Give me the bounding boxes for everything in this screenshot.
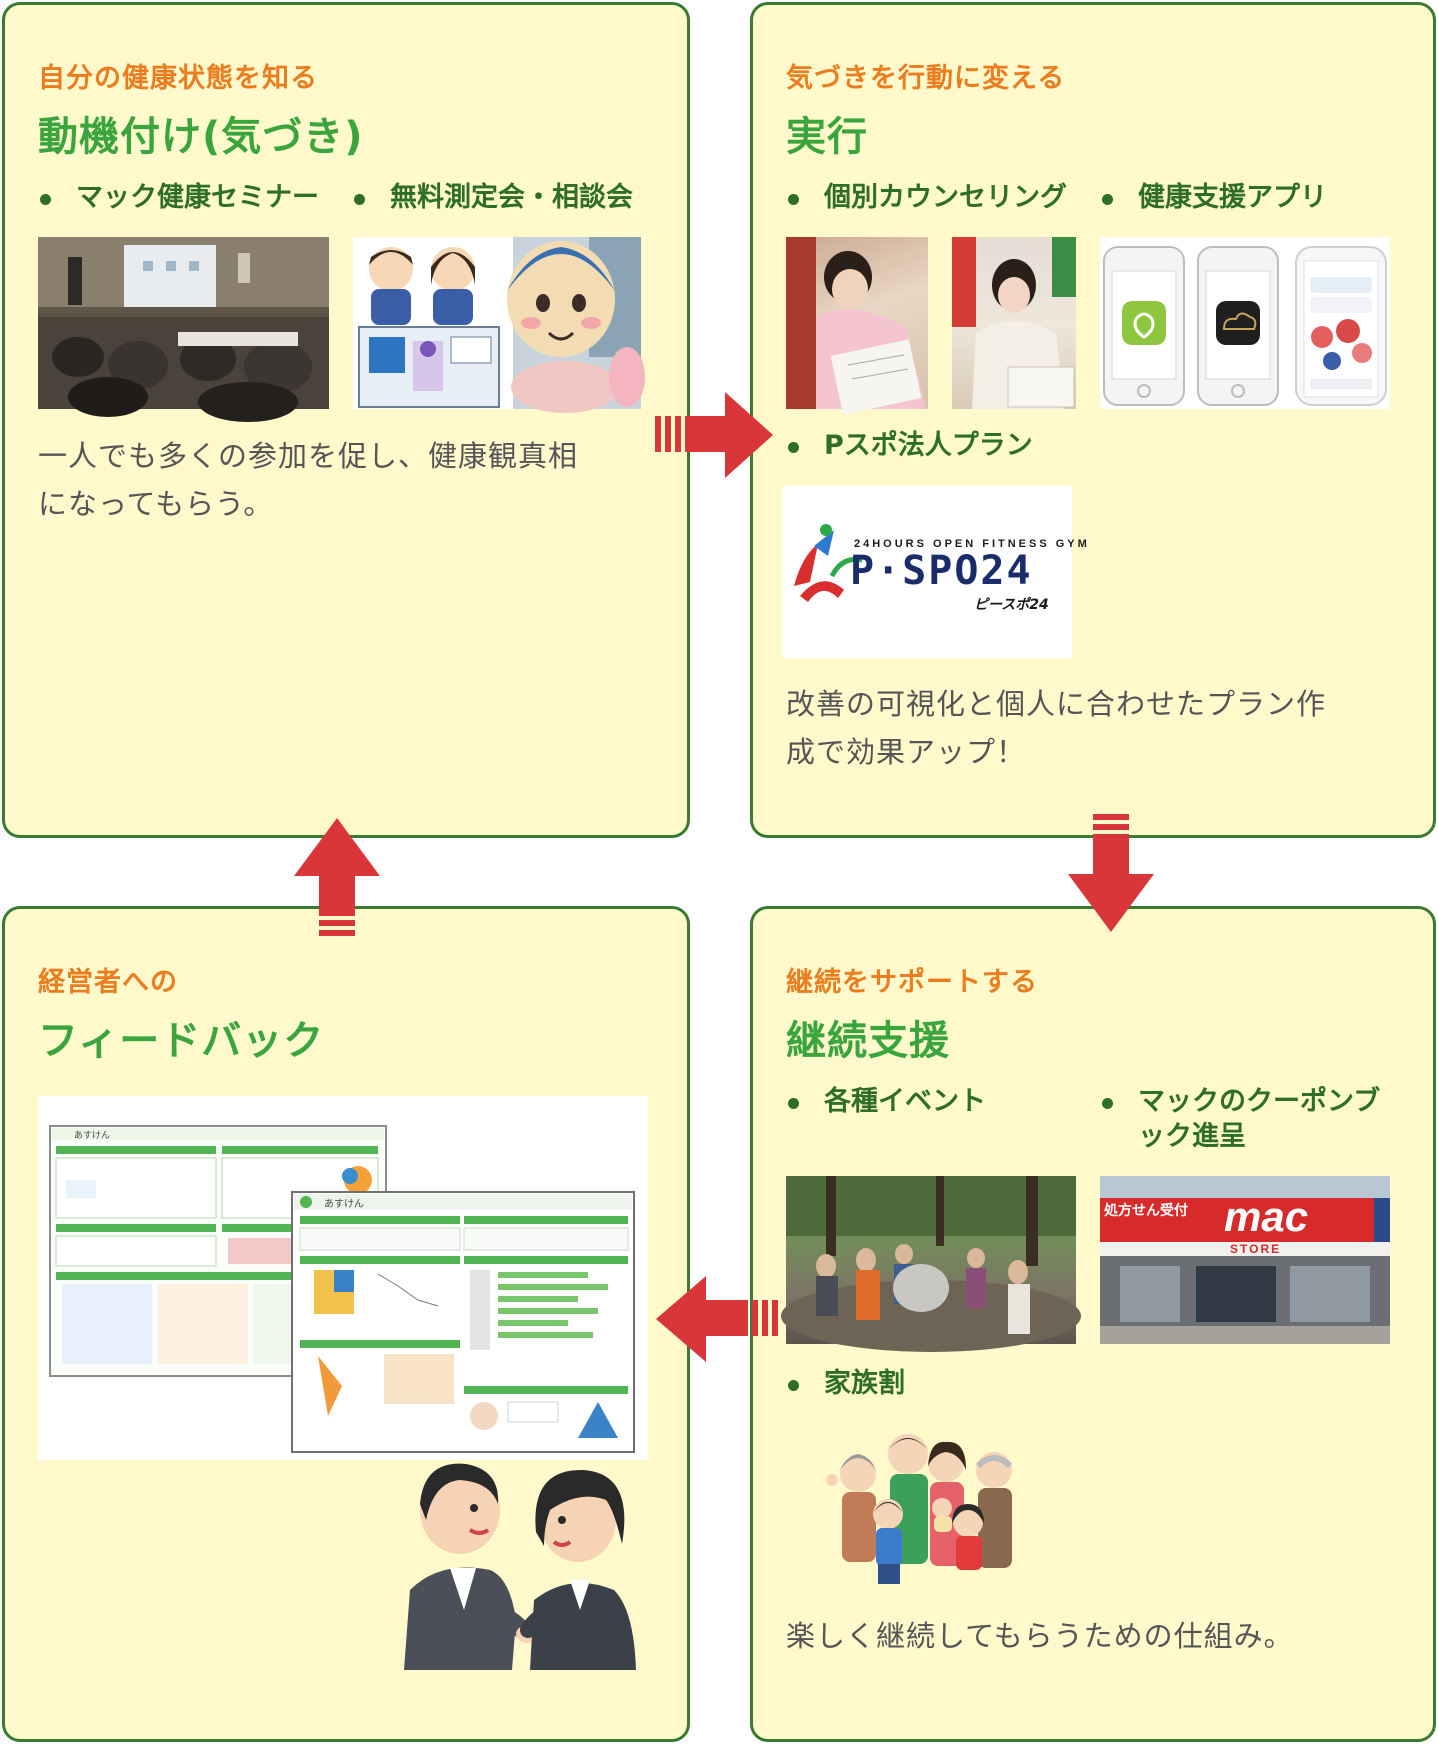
execution-item-pspo-plan: Pスポ法人プラン [788, 428, 1188, 464]
pspo24-name: P·SPO24 [850, 548, 1033, 594]
execution-item-counseling: 個別カウンセリング [788, 180, 1088, 216]
pspo24-kana: ピースポ24 [974, 597, 1049, 613]
support-item-coupon: マックのクーポンブ ック進呈 [1102, 1084, 1412, 1156]
feedback-subtitle: 経営者への [38, 967, 178, 998]
bullet-dot-icon [788, 194, 799, 205]
support-subtitle: 継続をサポートする [786, 967, 1038, 998]
arrow-right-icon [655, 392, 773, 478]
execution-description: 改善の可視化と個人に合わせたプラン作 成で効果アップ！ [786, 687, 1327, 769]
bullet-dot-icon [788, 1380, 799, 1391]
execution-item-app: 健康支援アプリ [1102, 180, 1402, 216]
support-description: 楽しく継続してもらうための仕組み。 [786, 1619, 1294, 1653]
card-motivation [2, 2, 690, 838]
motivation-title: 動機付け(気づき) [38, 114, 364, 160]
event-photo [781, 1176, 1081, 1352]
pspo24-logo: 24HOURS OPEN FITNESS GYM P·SPO24 ピースポ24 [782, 486, 1087, 658]
report-label-back: あすけん [74, 1131, 111, 1141]
feedback-title: フィードバック [38, 1018, 325, 1064]
app-phones [1100, 237, 1390, 409]
bullet-dot-icon [1102, 1098, 1113, 1109]
execution-subtitle: 気づきを行動に変える [786, 63, 1066, 94]
report-label-front: あすけん [324, 1199, 364, 1210]
store-sign-prescription: 処方せん受付 [1104, 1203, 1188, 1219]
arrow-up-icon [294, 818, 380, 936]
arrow-left-icon [656, 1276, 778, 1362]
motivation-description: 一人でも多くの参加を促し、健康観真相 になってもらう。 [38, 439, 579, 521]
support-item-family-discount: 家族割 [788, 1366, 1088, 1402]
seminar-photo [38, 237, 329, 422]
arrow-down-icon [1068, 814, 1154, 932]
family-illustration [822, 1430, 1032, 1590]
support-title: 継続支援 [786, 1018, 950, 1064]
bullet-dot-icon [40, 194, 51, 205]
motivation-item-measurement: 無料測定会・相談会 [354, 180, 654, 216]
mac-store-photo: 処方せん受付 mac STORE [1100, 1176, 1390, 1344]
motivation-subtitle: 自分の健康状態を知る [38, 63, 318, 94]
counseling-photo-1 [786, 237, 928, 415]
motivation-item-seminar: マック健康セミナー [40, 180, 340, 216]
pspo24-tagline: 24HOURS OPEN FITNESS GYM [854, 538, 1090, 550]
business-handshake-illustration [400, 1460, 645, 1670]
store-sign-store: STORE [1230, 1242, 1282, 1256]
execution-title: 実行 [786, 114, 868, 160]
support-item-events: 各種イベント [788, 1084, 1088, 1120]
bullet-dot-icon [788, 1098, 799, 1109]
card-execution [750, 2, 1436, 838]
measurement-illustration [353, 237, 645, 413]
store-sign-brand: mac [1224, 1193, 1309, 1240]
bullet-dot-icon [354, 194, 365, 205]
bullet-dot-icon [1102, 194, 1113, 205]
feedback-report-images: あすけん あすけん [38, 1096, 648, 1460]
bullet-dot-icon [788, 442, 799, 453]
counseling-photo-2 [952, 237, 1076, 409]
